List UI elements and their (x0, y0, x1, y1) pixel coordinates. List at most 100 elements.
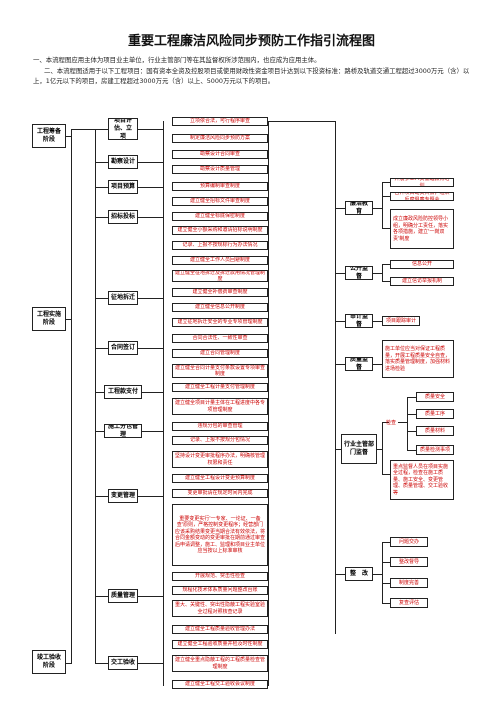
right-link (335, 208, 345, 209)
rectify-item-2: 整改督导 (390, 557, 428, 567)
measure-link (142, 431, 163, 432)
supervision-audit: 审计监督 (345, 314, 373, 328)
right-link (373, 364, 382, 365)
edu-item-3: 成立廉政风险防控领导小组，明确分工责任，落实各项措施，建立'一岗双责'制度 (390, 209, 454, 249)
measure-change-4: 重要变更实行'一专家、一论证、一备查'原则，严格控制变更程序；经营部门应该采购结… (172, 504, 268, 566)
phase-contract: 合同签订 (108, 341, 138, 355)
measure-handover-3: 建立健全重点隐蔽工程的工程质量检查管理制度 (172, 655, 268, 672)
right-spine (335, 208, 336, 634)
phase-link (95, 431, 104, 432)
rectify-item-3: 制度完善 (390, 578, 428, 588)
right-link (407, 397, 416, 398)
measure-bid-4: 记录、上报不按规标行为办法情况 (172, 241, 268, 250)
phase-link (95, 162, 108, 163)
right-link (335, 364, 345, 365)
measure-quality-1: 开展规范、突击性检查 (172, 572, 268, 581)
phase-handover: 交工验收 (108, 656, 138, 670)
measure-quality-2: 规程化技术体系质量问题整改台账 (172, 586, 268, 595)
right-link (373, 208, 382, 209)
public-item-1: 信息公开 (390, 260, 454, 269)
measure-contract-2: 建立合同管理制度 (172, 349, 268, 358)
measure-demolish-3: 建立健全补偿费审查制度 (172, 288, 268, 297)
right-link (335, 121, 336, 208)
phase-budget: 项目预算 (108, 180, 138, 194)
right-link (382, 583, 390, 584)
measure-link (142, 392, 163, 393)
right-link (382, 182, 390, 183)
phase-link (71, 129, 95, 130)
phase-spine (95, 129, 96, 663)
measure-link (138, 596, 163, 597)
right-link (382, 264, 383, 281)
measure-payment-2: 建立健全项目计量主体在工程进度中各专项管理制度 (172, 398, 268, 415)
stage-prep: 工程筹备阶段 (32, 124, 66, 148)
page-title: 重要工程廉洁风险同步预防工作指引流程图 (127, 34, 375, 49)
right-link (407, 431, 416, 432)
measure-quality-3: 重大、关键性、突出性隐蔽工程实验室验全过程对照核查记录 (172, 600, 268, 617)
edu-item-2: 召开项目动员大会，组织反腐倡廉专题会 (390, 192, 454, 201)
intro-paragraph-2: 二、本流程图适用于以下工程项目：国有资本全资及控股项目或使用财政性资金项目计达到… (33, 67, 470, 85)
phase-quality: 质量管理 (108, 589, 138, 603)
measure-link (138, 298, 163, 299)
right-link (268, 121, 335, 122)
phase-link (95, 663, 108, 664)
measure-budget-1: 预算编制审查制度 (172, 182, 268, 191)
measure-handover-1: 建立健全工程质量验收管理办法 (172, 625, 268, 634)
measure-handover-4: 建立健全工程交工验收会议制度 (172, 680, 268, 689)
inspect-item-4: 质量检测事项 (416, 445, 454, 455)
stage-impl: 工程实施阶段 (32, 307, 66, 331)
phase-link (95, 496, 108, 497)
measure-demolish-5: 建立征地拆迁安全的专业专项管理制度 (172, 318, 268, 327)
right-link (407, 397, 408, 450)
supervision-industry: 行业主管部门监督 (341, 434, 377, 464)
supervision-public: 公开监督 (345, 266, 373, 280)
measure-link (138, 187, 163, 188)
right-link (382, 542, 390, 543)
right-link (373, 574, 382, 575)
phase-bid: 招标投标 (108, 210, 138, 224)
stage-link (66, 136, 71, 137)
measure-link (138, 663, 163, 664)
right-link (382, 196, 390, 197)
industry-note: 重点监督人员在项目实施全过程，检查在施工质量、施工安全、变更管理、质量管理、交工… (390, 460, 454, 500)
right-link (382, 228, 390, 229)
phase-link (95, 596, 108, 597)
right-divider (268, 121, 269, 686)
measure-demolish-4: 建立健全信息公开制度 (172, 303, 268, 312)
phase-design: 勘察设计 (108, 155, 138, 169)
right-link (398, 422, 407, 423)
supervision-rectify: 整 改 (345, 567, 373, 581)
measure-subcontract-1: 违规分包的审查管理 (172, 422, 268, 431)
phase-link (95, 129, 108, 130)
right-link (382, 603, 390, 604)
measure-design-2: 勘察设计质量管理 (172, 165, 268, 174)
measure-contract-3: 建立健全合同计量支付条款设置专项审查制度 (172, 364, 268, 378)
right-link (407, 450, 416, 451)
right-link (382, 422, 389, 423)
measure-design-1: 勘察设计合同审查 (172, 150, 268, 159)
measure-bid-3: 建立健全小额采购和邀请招标说明制度 (172, 226, 268, 235)
right-link (373, 273, 382, 274)
measure-bid-1: 建立健全招标文件审查制度 (172, 197, 268, 206)
right-link (335, 321, 345, 322)
stage-link (66, 319, 71, 320)
phase-link (95, 348, 108, 349)
measure-change-2: 建立健全工程设计变更预算制度 (172, 474, 268, 483)
right-link (407, 414, 416, 415)
edu-item-1: 开展参工人员警醒教育培训 (390, 178, 454, 187)
intro-paragraph-1: 一、本流程图应用主体为项目业主单位，行业主管部门等在其监督权所涉范围内，也应成为… (33, 56, 321, 64)
supervision-edu: 廉洁教育 (345, 201, 373, 215)
right-link (335, 449, 341, 450)
measure-demolish-1: 建立健全工作人员回避制度 (172, 256, 268, 265)
right-link (373, 321, 382, 322)
right-link (377, 449, 382, 450)
right-link (382, 474, 390, 475)
phase-link (95, 217, 108, 218)
measure-change-1: 坚持设计变更审批程序办法，明确核管理权限和责任 (172, 451, 268, 468)
phase-demolish: 征地拆迁 (108, 291, 138, 305)
measure-change-3: 变更审批请在规定时间内完成 (172, 489, 268, 498)
right-link (382, 264, 390, 265)
rectify-item-4: 复查评估 (390, 598, 428, 608)
phase-subcontract: 施工分包管理 (104, 424, 142, 438)
measure-payment-1: 建立健全工程计量支付管理制度 (172, 383, 268, 392)
